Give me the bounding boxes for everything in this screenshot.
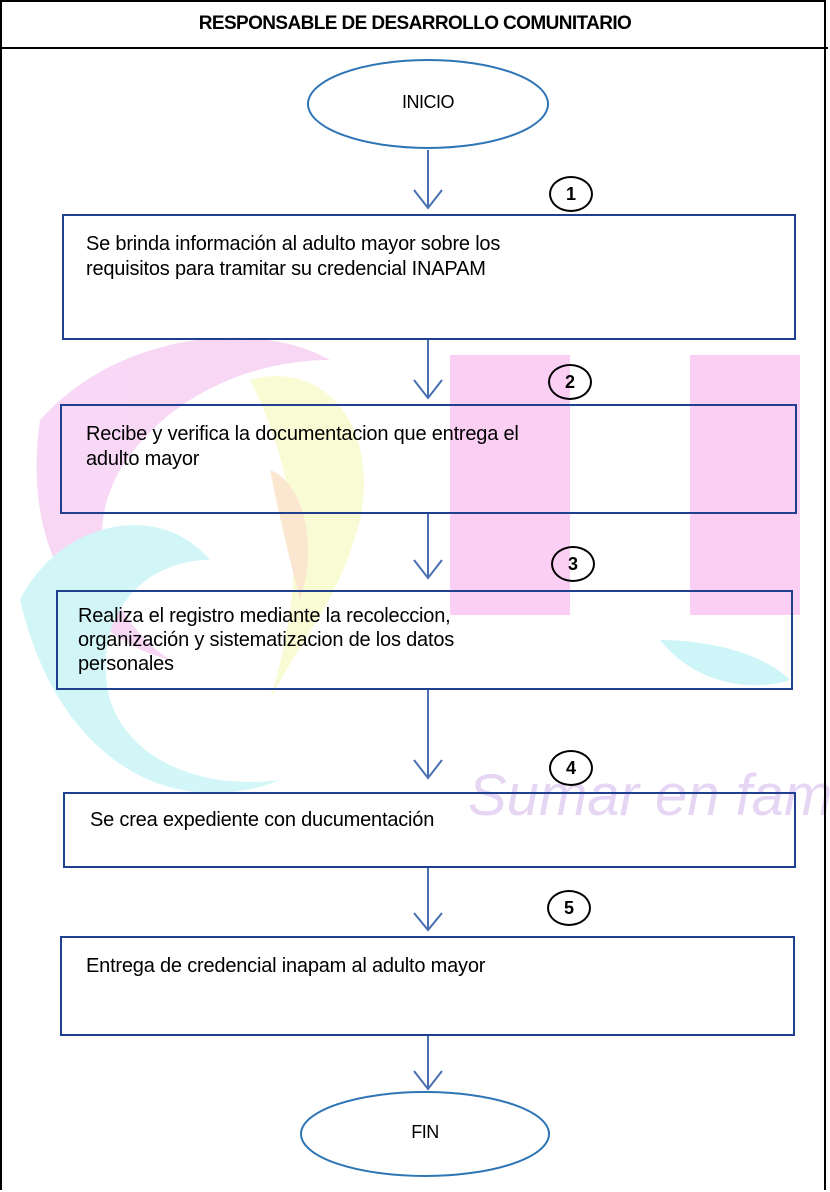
- end-oval: [300, 1091, 550, 1177]
- watermark-swirl-cyan: [20, 525, 280, 794]
- step-1-text: Se brinda información al adulto mayor so…: [86, 233, 501, 280]
- arrow-step1-to-step2: [413, 340, 443, 400]
- step-1-box: [62, 214, 796, 340]
- step-5-box: [60, 936, 795, 1036]
- step-4-box: [63, 792, 796, 868]
- header-bar: RESPONSABLE DE DESARROLLO COMUNITARIO: [2, 2, 828, 49]
- step-3-box: [56, 590, 793, 690]
- arrow-step3-to-step4: [413, 690, 443, 780]
- step-4-number-badge: 4: [549, 750, 593, 786]
- step-2-box: [60, 404, 797, 514]
- step-3-number-badge: 3: [551, 546, 595, 582]
- arrow-step5-to-end: [413, 1036, 443, 1091]
- step-3-text: Realiza el registro mediante la recolecc…: [78, 605, 455, 675]
- arrow-step4-to-step5: [413, 868, 443, 932]
- end-label: FIN: [411, 1122, 439, 1142]
- watermark-teal-stroke: [660, 640, 790, 686]
- step-1-number-badge: 1: [549, 176, 593, 212]
- watermark-tagline: Sumar en fam: [468, 763, 830, 828]
- watermark-swirl-pink: [36, 337, 330, 660]
- step-5-text: Entrega de credencial inapam al adulto m…: [86, 955, 486, 977]
- step-5-number-badge: 5: [547, 890, 591, 926]
- step-4-text: Se crea expediente con ducumentación: [90, 809, 435, 831]
- page-title: RESPONSABLE DE DESARROLLO COMUNITARIO: [198, 13, 632, 34]
- arrow-step2-to-step3: [413, 513, 443, 580]
- watermark-d-shape: [450, 355, 570, 615]
- step-2-text: Recibe y verifica la documentacion que e…: [86, 423, 519, 470]
- step-2-number-badge: 2: [548, 364, 592, 400]
- watermark-i-shape: [690, 355, 800, 615]
- start-label: INICIO: [401, 92, 455, 112]
- watermark-swirl-orange: [270, 470, 309, 600]
- start-oval: [307, 59, 549, 149]
- arrow-start-to-step1: [413, 150, 443, 210]
